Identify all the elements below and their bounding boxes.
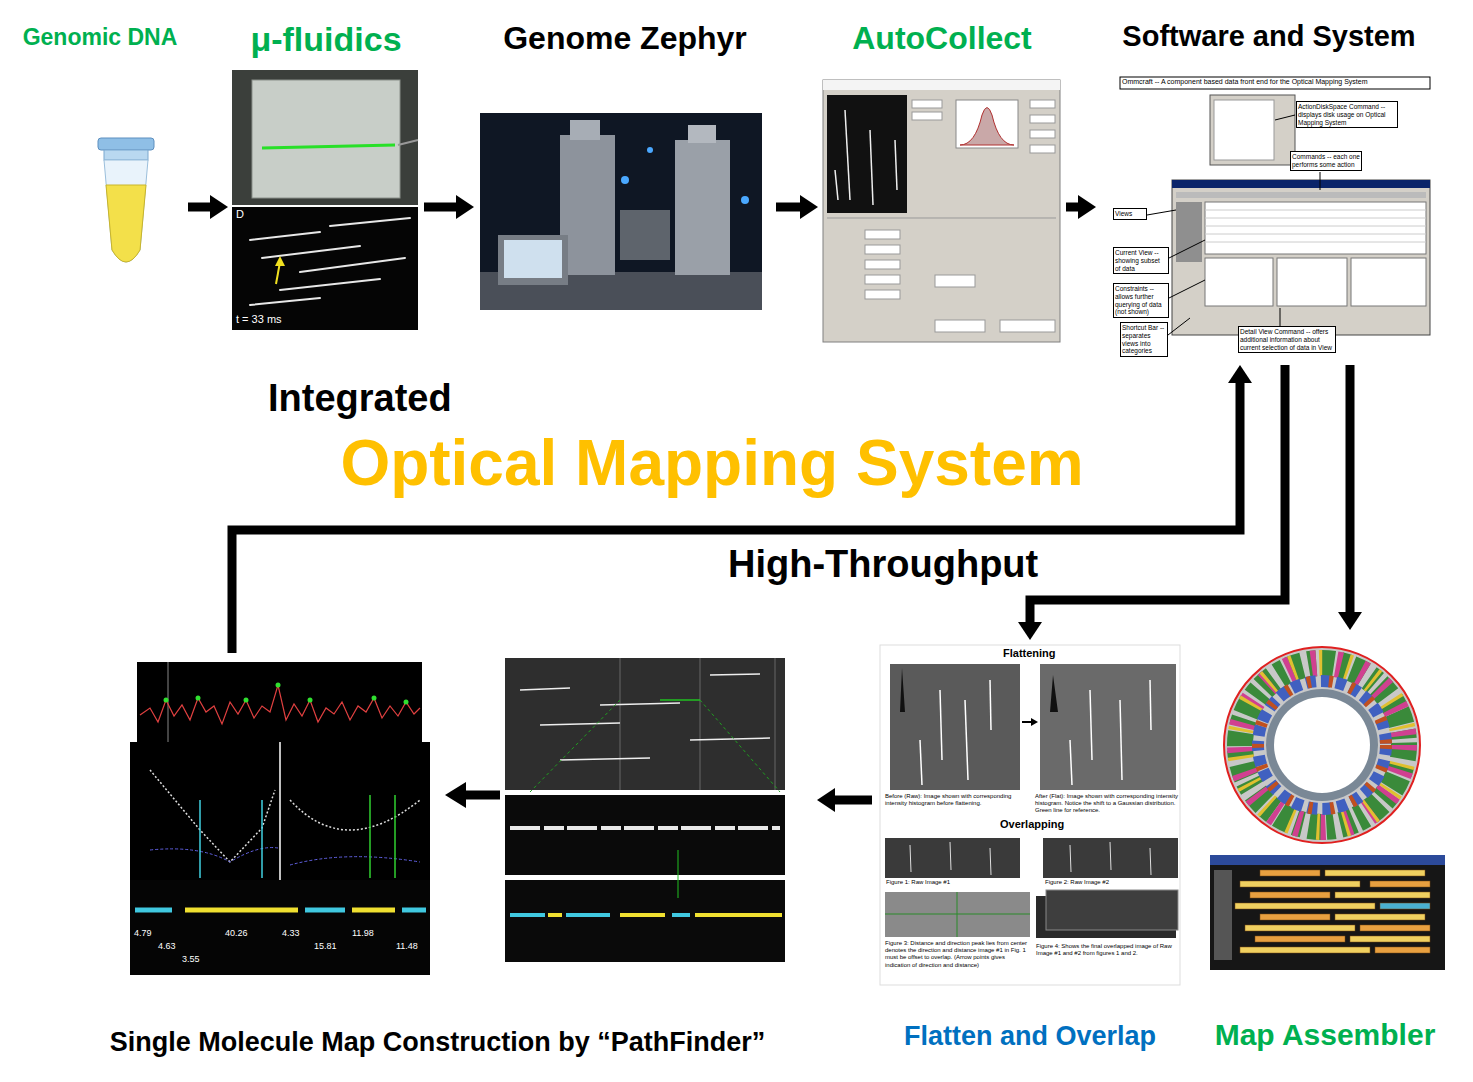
figure-caption: Figure 1: Raw Image #1 [886, 879, 1016, 886]
stage-title: Genomic DNA [23, 24, 178, 50]
callout-note: Shortcut Bar -- separates views into cat… [1120, 322, 1168, 357]
arrow-head [800, 195, 818, 219]
fragment-size: 15.81 [314, 941, 348, 952]
stage-title: Flatten and Overlap [904, 1021, 1156, 1052]
figure-caption: After (Flat): Image shown with correspon… [1035, 793, 1180, 815]
flow-arrow [232, 365, 1252, 653]
molecule-images [445, 658, 785, 962]
flow-arrow [817, 788, 872, 812]
arrow-line [1066, 203, 1079, 212]
fragment-size: 40.26 [225, 928, 259, 939]
fragment-size: 11.48 [396, 941, 430, 952]
tube-icon [98, 138, 154, 262]
stage-title: Single Molecule Map Construction by “Pat… [110, 1027, 766, 1058]
pathfinder-plots [130, 662, 430, 975]
stage-title: Map Assembler [1215, 1018, 1436, 1053]
autocollect-screenshot [823, 80, 1060, 342]
panel-heading: Overlapping [1000, 818, 1080, 831]
stage-node: μ-fluidics [230, 18, 422, 334]
stage-title: AutoCollect [852, 20, 1032, 57]
arrow-line [232, 382, 1240, 653]
flow-arrow [424, 195, 474, 219]
fragment-size: 4.33 [282, 928, 312, 939]
heading-label: Integrated [268, 376, 518, 422]
fragment-size: 11.98 [352, 928, 386, 939]
time-stamp: t = 33 ms [236, 313, 316, 326]
arrow-head [1228, 365, 1252, 383]
flow-arrow [188, 195, 228, 219]
window-title: Ommcraft -- A component based data front… [1122, 78, 1428, 86]
dna-image [232, 207, 418, 330]
stage-node: AutoCollect [820, 18, 1064, 344]
stage-node: Map Assembler [1198, 632, 1452, 1054]
callout-note: Current View -- showing subset of data [1113, 247, 1169, 274]
stage-node: Single Molecule Map Construction by “Pat… [60, 655, 815, 1060]
figure-caption: Figure 2: Raw Image #2 [1045, 879, 1175, 886]
panel-letter: D [236, 208, 256, 221]
flow-arrow [1018, 365, 1285, 640]
fragment-size: 4.63 [158, 941, 188, 952]
arrow-head [817, 788, 835, 812]
arrow-line [776, 203, 801, 212]
arrow-head [456, 195, 474, 219]
callout-note: Views [1113, 208, 1147, 220]
callout-note: Constraints -- allows further querying o… [1113, 283, 1169, 318]
figure-caption: Figure 3: Distance and direction peak li… [885, 940, 1030, 969]
flow-arrow [1066, 195, 1096, 219]
arrow-head [210, 195, 228, 219]
callout-note: ActionDiskSpace Command -- displays disk… [1296, 101, 1398, 128]
stage-node: Genome Zephyr [476, 18, 774, 314]
flow-arrow [1338, 365, 1362, 630]
stage-node: Flatten and Overlap [874, 642, 1186, 1054]
stage-node: Genomic DNA [14, 22, 186, 278]
map-assembler-figure [1210, 647, 1445, 970]
arrow-line [424, 203, 457, 212]
fragment-size: 4.79 [134, 928, 164, 939]
figure-caption: Before (Raw): Image shown with correspon… [885, 793, 1025, 807]
arrow-line [188, 203, 211, 212]
flatten-panel [880, 645, 1180, 985]
fragment-size: 3.55 [182, 954, 212, 965]
arrow-head [1078, 195, 1096, 219]
stage-title: Software and System [1122, 20, 1415, 53]
callout-note: Detail View Command -- offers additional… [1238, 326, 1336, 353]
stage-title: μ-fluidics [250, 20, 401, 59]
stage-title: Genome Zephyr [503, 20, 747, 57]
arrow-line [834, 796, 872, 805]
arrow-head [1018, 622, 1042, 640]
diagram-title: Optical Mapping System [262, 428, 1162, 498]
arrow-head [1338, 612, 1362, 630]
callout-note: Commands -- each one performs some actio… [1290, 151, 1362, 171]
chip-photo [232, 70, 418, 205]
figure-caption: Figure 4: Shows the final overlapped ima… [1036, 943, 1178, 957]
panel-heading: Flattening [1003, 647, 1073, 660]
arrow-line [1346, 365, 1355, 613]
microscope-photo [480, 113, 762, 310]
heading-label: High-Throughput [728, 542, 1118, 588]
flow-arrow [776, 195, 818, 219]
